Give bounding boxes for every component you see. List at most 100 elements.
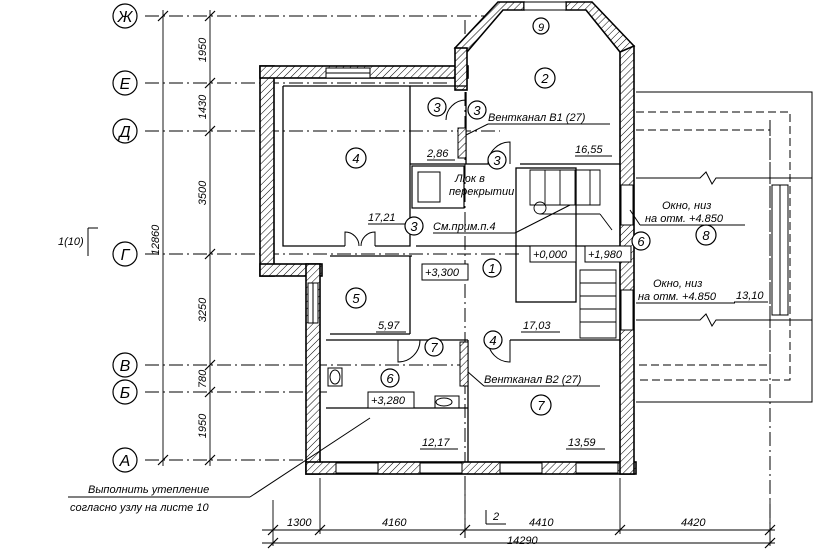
level-0-000: +0,000 (529, 245, 577, 263)
room-marker-3c: 3 (487, 150, 507, 170)
area-13-59: 13,59 (566, 437, 605, 450)
svg-text:7: 7 (430, 340, 438, 355)
axis-bubble-d: Д (112, 118, 138, 144)
room-marker-6b: 6 (380, 368, 400, 388)
interior-partitions (282, 85, 620, 462)
bottom-dimension-chain: 1300 4160 4410 4420 14290 2 (262, 478, 776, 549)
dim-1430: 1430 (197, 94, 209, 119)
hatch-opening (411, 165, 465, 209)
room-marker-6a: 6 (631, 231, 651, 251)
svg-text:9: 9 (538, 22, 544, 34)
svg-text:5,97: 5,97 (378, 320, 400, 332)
room-markers: 9 2 3 3 3 3 4 1 5 6 8 4 7 6 7 (345, 17, 717, 416)
axis-bubbles: Ж Е Д Г В Б А (112, 3, 138, 473)
dim-4420: 4420 (681, 517, 706, 529)
level-marks: +3,300 +0,000 +1,980 +3,280 (367, 245, 632, 409)
callouts: Вентканал В1 (27) Люк в перекрытии См.пр… (68, 112, 745, 514)
svg-text:Г: Г (121, 247, 131, 264)
svg-text:3: 3 (433, 100, 441, 115)
axis-bubble-b: Б (112, 379, 138, 405)
exterior-walls (259, 1, 637, 475)
area-17-03: 17,03 (521, 320, 560, 333)
svg-text:17,03: 17,03 (523, 320, 551, 332)
area-2-86: 2,86 (426, 148, 455, 161)
stairs (529, 169, 617, 339)
window-note-1-line2: на отм. +4.850 (645, 213, 724, 225)
window-openings (307, 1, 634, 474)
svg-text:+1,980: +1,980 (588, 249, 623, 261)
see-note-label: См.прим.п.4 (433, 221, 496, 233)
room-marker-2: 2 (534, 67, 556, 89)
svg-text:2: 2 (540, 71, 549, 86)
room-marker-4a: 4 (345, 147, 367, 169)
room-marker-3d: 3 (404, 216, 424, 236)
vent-channel-b1-label: Вентканал В1 (27) (488, 112, 586, 124)
dim-4160: 4160 (382, 517, 407, 529)
dim-total-14290: 14290 (507, 535, 538, 547)
room-marker-7a: 7 (424, 337, 444, 357)
insulation-note-line2: согласно узлу на листе 10 (70, 502, 209, 514)
area-12-17: 12,17 (420, 437, 458, 450)
room-marker-9: 9 (532, 17, 550, 35)
svg-text:13,59: 13,59 (568, 437, 596, 449)
level-3-280: +3,280 (367, 391, 415, 409)
svg-text:1(10): 1(10) (58, 236, 84, 248)
svg-text:3: 3 (473, 103, 481, 118)
svg-text:4: 4 (489, 333, 496, 348)
svg-text:Б: Б (120, 385, 130, 402)
svg-text:8: 8 (702, 228, 710, 243)
svg-text:13,10: 13,10 (736, 290, 764, 302)
svg-text:+3,280: +3,280 (371, 395, 406, 407)
window-note-2-line1: Окно, низ (653, 278, 702, 290)
room-marker-5: 5 (345, 287, 367, 309)
svg-text:12,17: 12,17 (422, 437, 450, 449)
window-note-1-line1: Окно, низ (662, 200, 711, 212)
sanitary-fixtures (327, 367, 460, 409)
axis-bubble-v: В (112, 352, 138, 378)
insulation-note-line1: Выполнить утепление (88, 484, 209, 496)
svg-text:5: 5 (352, 291, 360, 306)
axis-bubble-e: Е (112, 70, 138, 96)
svg-text:В: В (120, 358, 131, 375)
room-marker-3b: 3 (467, 100, 487, 120)
section-mark-2: 2 (485, 510, 506, 525)
room-areas: 2,86 16,55 17,21 5,97 17,03 12,17 13,59 … (368, 144, 768, 450)
dim-1950-top: 1950 (197, 37, 209, 62)
hatch-note-line2: перекрытии (449, 186, 514, 198)
hatch-note-line1: Люк в (454, 173, 485, 185)
area-13-10: 13,10 (734, 290, 768, 303)
dim-total-12860: 12860 (150, 224, 162, 255)
room-marker-4b: 4 (483, 330, 503, 350)
svg-text:+0,000: +0,000 (533, 249, 568, 261)
svg-text:16,55: 16,55 (575, 144, 603, 156)
area-17-21: 17,21 (368, 212, 405, 225)
dim-4410: 4410 (529, 517, 554, 529)
level-1-980: +1,980 (584, 245, 632, 263)
level-3-300: +3,300 (421, 263, 469, 281)
area-16-55: 16,55 (575, 144, 612, 157)
svg-text:7: 7 (537, 398, 545, 413)
window-note-2-line2: на отм. +4.850 (638, 291, 717, 303)
svg-text:3: 3 (493, 153, 501, 168)
svg-text:2,86: 2,86 (426, 148, 449, 160)
room-marker-3a: 3 (427, 97, 447, 117)
section-reference: 1(10) (58, 227, 98, 256)
svg-text:6: 6 (386, 371, 394, 386)
room-marker-8: 8 (695, 224, 717, 246)
svg-text:Е: Е (120, 76, 131, 93)
area-5-97: 5,97 (376, 320, 406, 333)
svg-text:Ж: Ж (117, 9, 134, 26)
svg-text:17,21: 17,21 (368, 212, 396, 224)
svg-text:3: 3 (410, 219, 418, 234)
svg-text:6: 6 (637, 234, 645, 249)
dim-780: 780 (197, 369, 209, 388)
room-marker-1: 1 (482, 258, 502, 278)
svg-text:Д: Д (117, 124, 130, 141)
axis-bubble-zh: Ж (112, 3, 138, 29)
svg-text:1: 1 (488, 261, 495, 276)
svg-text:А: А (119, 453, 131, 470)
vent-shafts (457, 127, 469, 387)
dim-3500: 3500 (197, 180, 209, 205)
axis-bubble-a: А (112, 447, 138, 473)
